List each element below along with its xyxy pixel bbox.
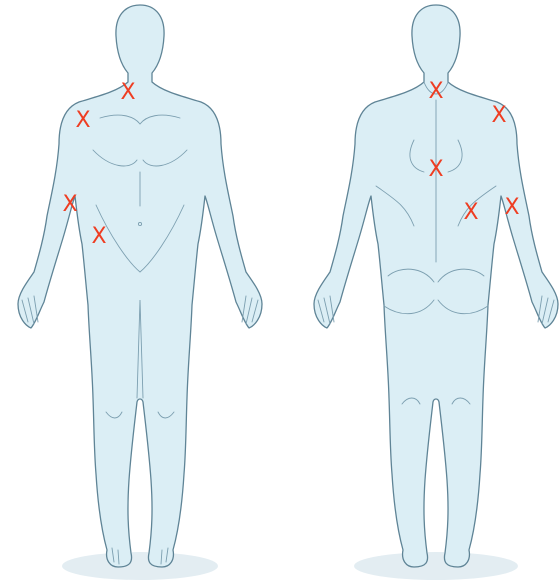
front-figure [18,5,262,580]
marker-back-neck: X [428,79,443,104]
marker-back-elbow: X [504,195,519,220]
front-body-silhouette [18,5,262,567]
back-floor-shadow [354,552,518,580]
marker-front-neck: X [120,80,135,105]
front-floor-shadow [62,552,218,580]
marker-back-shoulder: X [491,103,506,128]
marker-back-mid: X [428,157,443,182]
marker-front-elbow: X [62,192,77,217]
marker-front-waist: X [91,224,106,249]
marker-front-shoulder: X [75,108,90,133]
marker-back-waist: X [463,200,478,225]
